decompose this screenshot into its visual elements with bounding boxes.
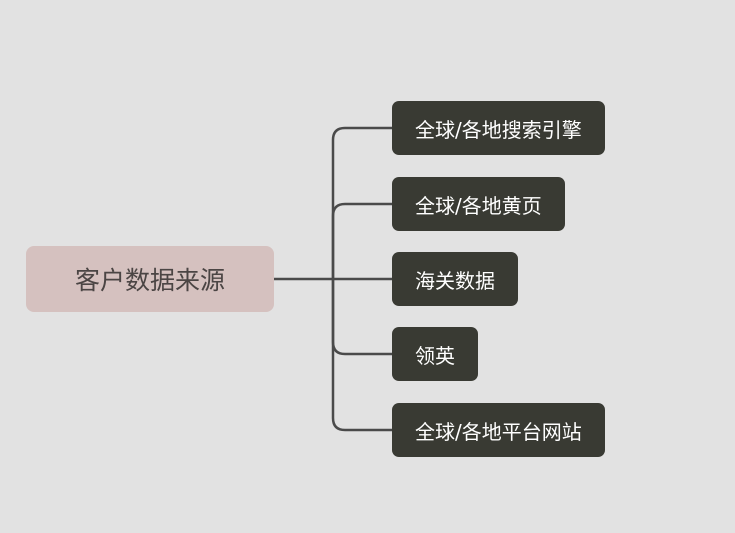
root-node-label: 客户数据来源 [74, 266, 225, 295]
child-node-linkedin[interactable]: 领英 [392, 327, 478, 381]
child-node-label: 全球/各地黄页 [415, 193, 542, 218]
connector-branch-0 [331, 126, 392, 279]
child-node-label: 全球/各地平台网站 [415, 419, 582, 444]
child-node-customs-data[interactable]: 海关数据 [392, 252, 518, 306]
connector-branch-1 [331, 202, 392, 279]
connector-branch-3 [331, 279, 392, 356]
child-node-search-engines[interactable]: 全球/各地搜索引擎 [392, 101, 605, 155]
child-node-platform-websites[interactable]: 全球/各地平台网站 [392, 403, 605, 457]
root-node[interactable]: 客户数据来源 [26, 246, 274, 312]
child-node-label: 海关数据 [415, 268, 495, 293]
child-node-label: 全球/各地搜索引擎 [415, 117, 582, 142]
connector-branch-4 [331, 279, 392, 432]
child-node-yellow-pages[interactable]: 全球/各地黄页 [392, 177, 565, 231]
child-node-label: 领英 [415, 343, 455, 368]
